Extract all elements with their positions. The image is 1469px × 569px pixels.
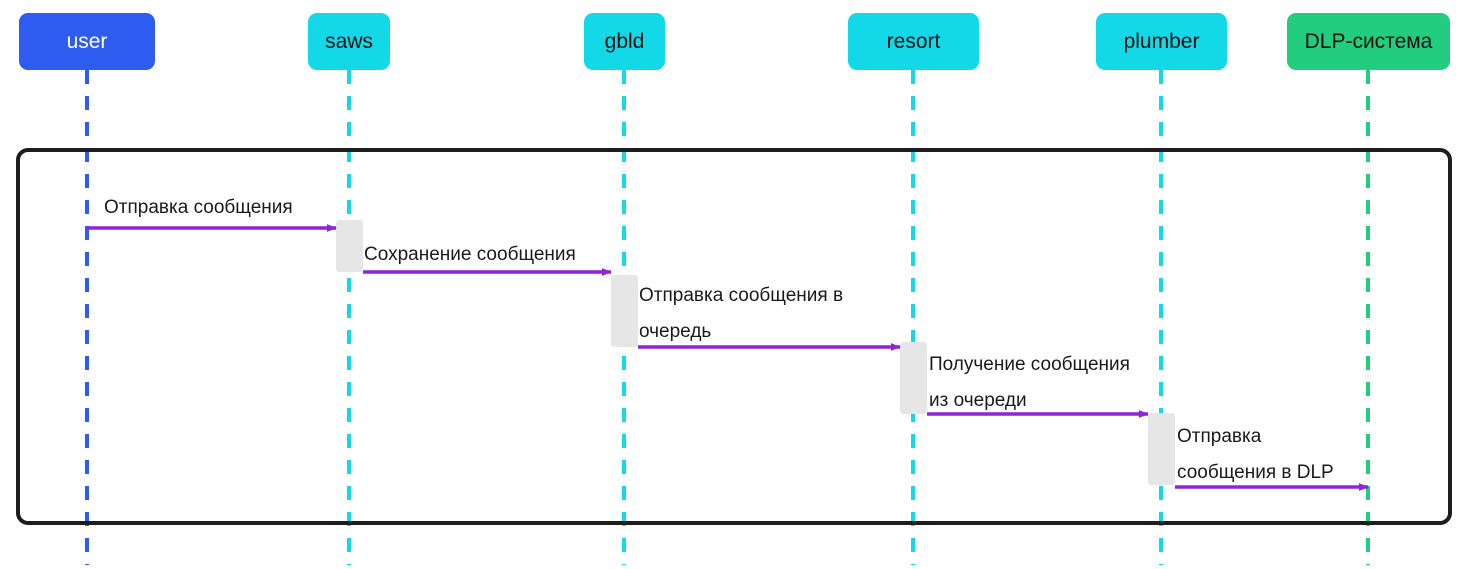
participant-gbld[interactable]: gbld [584,13,665,70]
activation-bar-gbld [611,275,638,347]
message-label-msg-5: Отправка сообщения в DLP [1177,426,1334,483]
participant-dlp[interactable]: DLP-система [1287,13,1450,70]
message-label-msg-2: Сохранение сообщения [364,244,576,265]
message-label-line: Получение сообщения [929,354,1130,375]
participant-label-user: user [67,30,108,53]
lifelines-layer [85,70,1370,565]
participant-user[interactable]: user [19,13,155,70]
participant-saws[interactable]: saws [308,13,390,70]
message-label-line: Отправка [1177,426,1262,447]
participant-label-dlp: DLP-система [1305,30,1433,53]
message-label-msg-1: Отправка сообщения [104,197,293,218]
participant-box-dlp[interactable] [1287,13,1450,70]
message-label-line: Сохранение сообщения [364,244,576,265]
message-label-line: из очереди [929,390,1027,411]
activation-bar-saws [336,220,363,272]
message-msg-2: Сохранение сообщения [363,244,612,276]
message-label-msg-3: Отправка сообщения в очередь [639,285,843,342]
participant-label-saws: saws [325,30,373,53]
message-label-msg-4: Получение сообщения из очереди [929,354,1130,411]
message-label-line: Отправка сообщения [104,197,293,218]
participant-label-plumber: plumber [1124,30,1200,53]
message-label-line: очередь [639,321,711,342]
participant-plumber[interactable]: plumber [1096,13,1227,70]
participant-resort[interactable]: resort [848,13,979,70]
frame-layer [16,148,1452,525]
message-msg-5: Отправка сообщения в DLP [1175,426,1369,491]
participant-box-saws[interactable] [308,13,390,70]
participants-layer: user saws gbld resort plumber DLP-система [19,13,1450,70]
activation-bar-plumber [1148,413,1175,485]
participant-label-gbld: gbld [605,30,645,53]
activation-bar-resort [900,342,927,414]
participant-box-resort[interactable] [848,13,979,70]
participant-box-gbld[interactable] [584,13,665,70]
activations-layer [336,220,1175,485]
message-msg-1: Отправка сообщения [87,197,337,232]
message-msg-3: Отправка сообщения в очередь [638,285,901,351]
message-label-line: Отправка сообщения в [639,285,843,306]
sequence-frame [16,148,1452,525]
message-msg-4: Получение сообщения из очереди [927,354,1149,418]
participant-box-plumber[interactable] [1096,13,1227,70]
participant-label-resort: resort [887,30,941,53]
participant-box-user[interactable] [19,13,155,70]
message-label-line: сообщения в DLP [1177,462,1334,483]
